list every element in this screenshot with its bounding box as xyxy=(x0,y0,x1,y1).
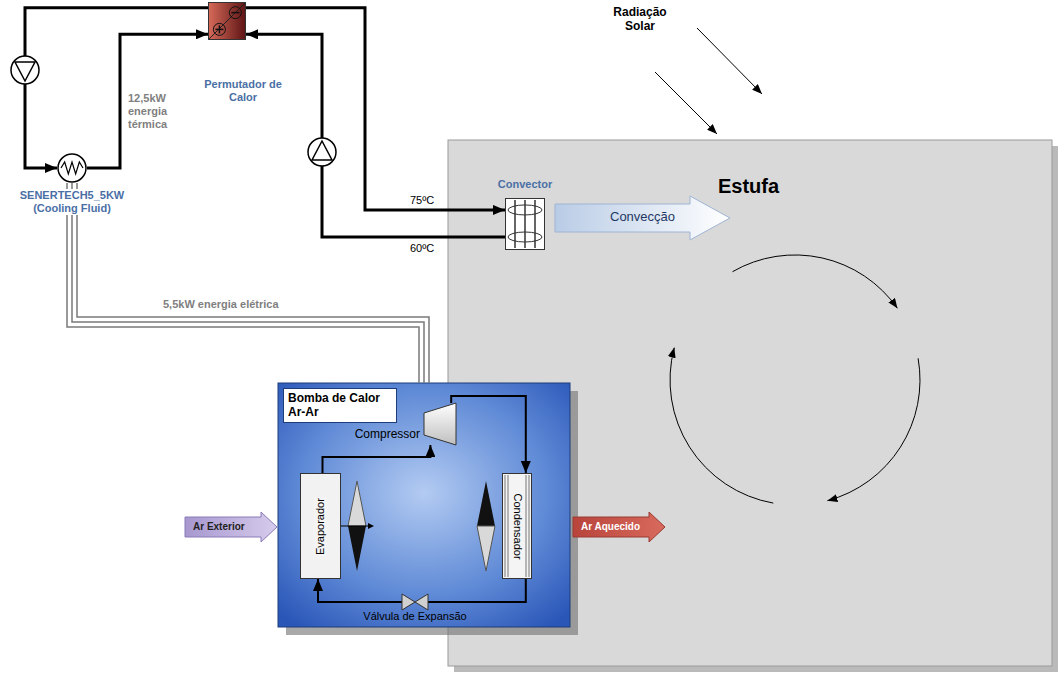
pipe-connector xyxy=(246,8,505,210)
expansion-valve-label: Válvula de Expansão xyxy=(352,610,478,623)
convection-arrow: Convecção xyxy=(555,196,730,240)
pipe-connector xyxy=(87,34,208,168)
convection-arrow-label: Convecção xyxy=(610,209,675,225)
solar-rays xyxy=(655,28,762,134)
evaporator-shape xyxy=(300,473,375,579)
heat-exchanger: Permutador de Calor xyxy=(208,2,246,40)
pipe-line xyxy=(318,579,402,602)
heat-pump-panel xyxy=(278,383,570,627)
convector-shape xyxy=(505,198,545,250)
pipe-connector xyxy=(25,8,208,168)
convector-label: Convector xyxy=(490,178,560,191)
expansion-valve: Válvula de Expansão xyxy=(402,594,428,610)
pipe-connector xyxy=(451,396,526,473)
convector: Convector xyxy=(505,198,545,250)
circulation-pump xyxy=(308,138,336,166)
pipe-connector xyxy=(323,445,431,473)
compressor: Compressor xyxy=(424,403,456,445)
pipe-line xyxy=(25,8,208,168)
edge-label: 5,5kW energia elétrica xyxy=(163,298,279,311)
outdoor-air-arrow: Ar Exterior xyxy=(185,512,277,542)
evaporator: Evaporador xyxy=(300,473,375,579)
pipe-line xyxy=(323,445,431,473)
evaporator-label: Evaporador xyxy=(313,497,326,556)
thermal-power-label: 12,5kW energia térmica xyxy=(128,92,198,132)
heat-pump-box-label: Bomba de Calor Ar-Ar xyxy=(283,388,397,423)
circulation-pump xyxy=(11,56,39,84)
condenser: Condensador xyxy=(470,473,532,579)
pipe-connector xyxy=(428,579,526,602)
condenser-label: Condensador xyxy=(510,492,523,560)
pipe-line xyxy=(428,579,526,602)
solar-radiation-label: Radiação Solar xyxy=(600,5,680,34)
compressor-shape xyxy=(424,403,456,445)
heated-air-arrow: Ar Aquecido xyxy=(573,512,665,542)
pipe-connector xyxy=(318,579,402,602)
heat-exchanger-shape xyxy=(208,2,246,40)
pipe-line xyxy=(87,34,208,168)
heat-exchanger-label: Permutador de Calor xyxy=(198,78,288,104)
greenhouse: EstufaConvecção xyxy=(448,140,1052,666)
pipe-line xyxy=(451,396,526,473)
temperature-label: 75ºC xyxy=(410,194,434,207)
temperature-label: 60ºC xyxy=(410,242,434,255)
heated-air-arrow-label: Ar Aquecido xyxy=(581,521,640,533)
pipe-line xyxy=(246,8,505,210)
cogeneration-unit: SENERTECH5_5KW (Cooling Fluid) xyxy=(57,153,87,183)
outdoor-air-arrow-label: Ar Exterior xyxy=(193,521,245,533)
compressor-label: Compressor xyxy=(342,427,420,441)
pipe-connector xyxy=(246,34,505,237)
cogeneration-unit-shape xyxy=(57,153,87,183)
greenhouse-label: Estufa xyxy=(718,174,828,198)
air-circulation xyxy=(670,255,920,503)
pipe-line xyxy=(246,34,505,237)
heat-pump-box: Bomba de Calor Ar-ArCompressorEvaporador… xyxy=(278,383,570,627)
cogeneration-unit-label: SENERTECH5_5KW (Cooling Fluid) xyxy=(2,189,142,215)
expansion-valve-shape xyxy=(402,594,428,610)
